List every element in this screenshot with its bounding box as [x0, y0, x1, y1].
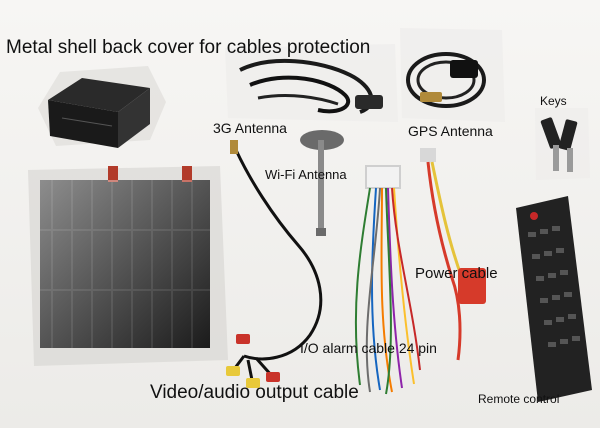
title-metal-cover: Metal shell back cover for cables protec… — [6, 37, 371, 58]
mdvr-unit — [28, 166, 228, 366]
label-3g-antenna: 3G Antenna — [213, 120, 287, 136]
label-keys: Keys — [540, 94, 567, 108]
label-wifi-antenna: Wi-Fi Antenna — [265, 167, 347, 182]
metal-cover — [38, 66, 166, 148]
power-cable — [420, 148, 486, 361]
label-gps-antenna: GPS Antenna — [408, 123, 493, 139]
keys — [535, 108, 590, 180]
label-remote-control: Remote control — [478, 392, 560, 406]
label-io-cable: I/O alarm cable 24 pin — [300, 340, 437, 356]
label-video-cable: Video/audio output cable — [150, 382, 359, 403]
io-alarm-cable — [354, 165, 421, 395]
antenna-gps — [400, 28, 505, 122]
remote-control — [516, 196, 592, 402]
antenna-wifi — [300, 130, 344, 236]
label-power-cable: Power cable — [415, 265, 498, 282]
video-audio-cable — [226, 140, 323, 388]
antenna-3g — [225, 44, 398, 122]
